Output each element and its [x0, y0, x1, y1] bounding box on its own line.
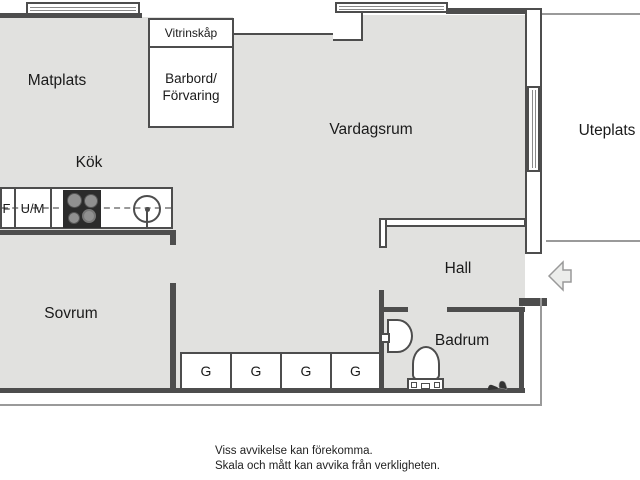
room-label-uteplats: Uteplats — [578, 122, 636, 139]
vitrinskap-cabinet: Vitrinskåp — [148, 18, 234, 48]
top-alcove-opening — [233, 0, 333, 35]
wardrobe-cell: G — [280, 352, 332, 390]
stove-icon — [63, 190, 101, 228]
burner — [84, 194, 98, 208]
counter-divider — [50, 189, 52, 227]
toilet-base-detail — [421, 383, 430, 389]
barbord-cabinet: Barbord/ Förvaring — [148, 46, 234, 128]
entrance-arrow-icon — [547, 260, 572, 292]
wall-kitchen-stub — [170, 230, 176, 245]
room-label-hall: Hall — [444, 260, 472, 277]
site-outline-right — [540, 298, 542, 406]
sink-tap-dot — [145, 207, 150, 212]
wall-top-right — [446, 8, 528, 14]
vitrinskap-label: Vitrinskåp — [164, 26, 218, 40]
wall-top-left — [0, 13, 142, 18]
kitchen-counter: F U/M — [0, 187, 173, 229]
outside-strip-right — [523, 298, 542, 394]
wall-hall-top — [379, 218, 526, 227]
toilet-base-detail — [434, 382, 440, 388]
window-vardagsrum — [335, 2, 448, 13]
room-label-vardagsrum: Vardagsrum — [329, 121, 413, 138]
window-right-wall — [527, 86, 540, 172]
wardrobe-cell: G — [330, 352, 381, 390]
wardrobe-cell: G — [180, 352, 232, 390]
disclaimer-text: Viss avvikelse kan förekomma. Skala och … — [215, 444, 440, 474]
fridge-label: F — [2, 200, 11, 216]
wall-notch — [333, 13, 363, 41]
wall-kitchen-bottom — [0, 230, 174, 235]
sink-tap-stem — [146, 210, 148, 229]
counter-divider — [14, 189, 16, 227]
disclaimer-line-1: Viss avvikelse kan förekomma. — [215, 445, 373, 457]
disclaimer-line-2: Skala och mått kan avvika från verklighe… — [215, 460, 441, 472]
wall-badrum-sink-stub — [379, 307, 408, 312]
uteplats-bottom-line — [546, 240, 640, 242]
top-alcove-opening-left — [142, 0, 233, 17]
room-label-matplats: Matplats — [27, 72, 87, 89]
wall-badrum-right — [519, 307, 524, 390]
washbasin-tap — [380, 333, 390, 343]
site-outline-bottom — [0, 404, 542, 406]
toilet-icon — [412, 346, 440, 381]
wall-bottom — [0, 388, 525, 393]
burner — [67, 193, 82, 208]
toilet-base — [407, 378, 444, 391]
room-label-kok: Kök — [75, 154, 103, 171]
window-glazing — [339, 5, 444, 10]
wall-entry-stub — [519, 298, 547, 306]
window-matplats — [26, 2, 140, 15]
barbord-label: Barbord/ Förvaring — [162, 71, 220, 103]
uteplats-top-line — [542, 13, 640, 15]
shoes-icon — [487, 380, 508, 390]
toilet-base-detail — [411, 382, 417, 388]
window-glazing — [30, 6, 136, 11]
burner — [82, 209, 96, 223]
burner — [68, 212, 80, 224]
um-label: U/M — [20, 200, 45, 216]
wall-sovrum-east — [170, 283, 176, 390]
window-glazing — [531, 90, 536, 168]
wall-badrum-top — [447, 307, 525, 312]
room-label-sovrum: Sovrum — [44, 305, 98, 322]
wardrobe-cell: G — [230, 352, 282, 390]
wall-hall-stub — [379, 218, 387, 248]
room-label-badrum: Badrum — [434, 332, 490, 349]
